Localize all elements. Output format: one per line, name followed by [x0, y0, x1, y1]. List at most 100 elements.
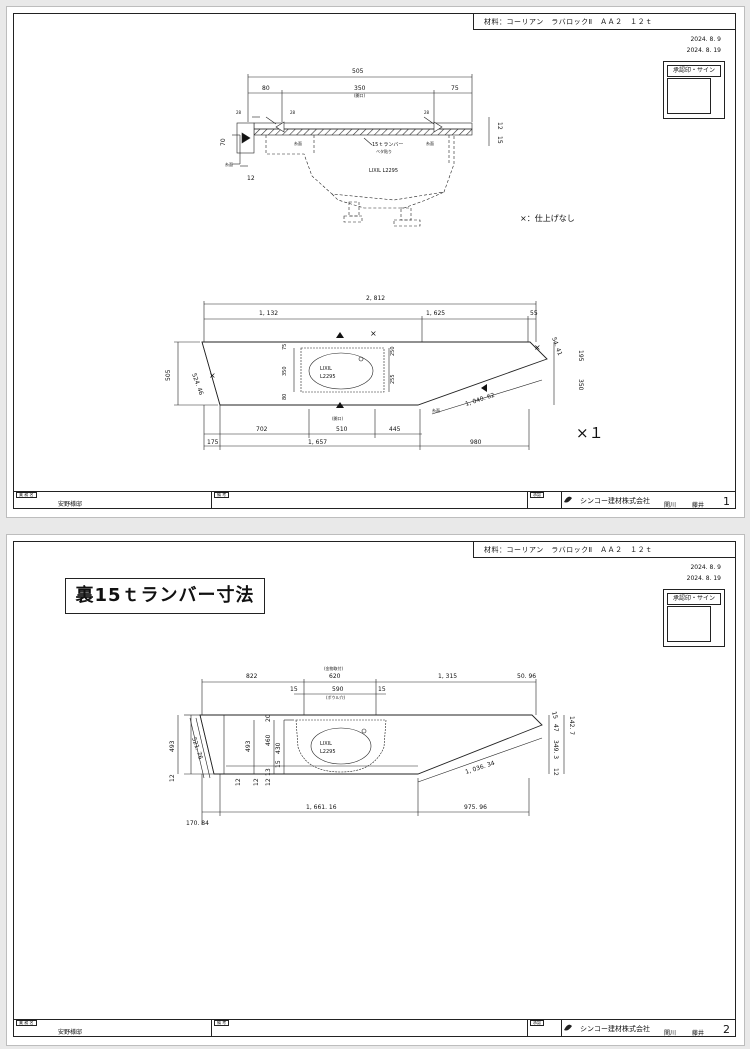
- inner-590-note: (ボウル穴): [326, 694, 346, 700]
- no-finish-mark: ×: [370, 329, 377, 338]
- material-spec: 材料：コーリアン ラバロックⅡ ＡＡ２ １２ｔ: [473, 14, 735, 30]
- left-12: 12: [169, 774, 176, 782]
- plan-right-small: 54. 41: [550, 336, 563, 356]
- dim-lumber-15: 15: [496, 136, 503, 144]
- v-12-a: 12: [253, 778, 260, 786]
- dim-28-center: 28: [290, 110, 296, 115]
- v-13: 13: [265, 768, 272, 776]
- top-822: 822: [246, 673, 258, 680]
- plan-bowl-75: 75: [282, 344, 288, 350]
- v-12-c: 12: [235, 778, 242, 786]
- sheet-title: 裏15ｔランバー寸法: [65, 578, 265, 614]
- approval-label: 承認印・サイン: [667, 65, 721, 77]
- plan-right-195: 195: [577, 350, 584, 362]
- right-142-7: 142. 7: [568, 716, 575, 735]
- notes-cell: 備 考: [212, 492, 528, 508]
- inner-15-right: 15: [378, 686, 386, 693]
- dim-left: 80: [262, 85, 270, 92]
- top-50-96: 50. 96: [517, 673, 536, 680]
- company-name: シンコー建材株式会社: [580, 1025, 650, 1033]
- approval-label: 承認印・サイン: [667, 593, 721, 605]
- edge-label-right: 糸面: [426, 140, 434, 146]
- drawing-frame: 材料：コーリアン ラバロックⅡ ＡＡ２ １２ｔ 2024. 8. 9 2024.…: [13, 541, 736, 1037]
- bottom-170-84: 170. 84: [186, 820, 209, 827]
- stamp-area: [667, 606, 711, 642]
- v-460: 460: [265, 734, 272, 746]
- approval-cell: 承認: [528, 492, 562, 508]
- no-finish-mark: ×: [534, 343, 541, 352]
- inner-15-left: 15: [290, 686, 298, 693]
- edge-label-left: 糸面: [225, 161, 233, 167]
- depth-493-inner: 493: [245, 740, 252, 752]
- notes-caption: 備 考: [214, 492, 230, 498]
- drawing-sheet-1: 材料：コーリアン ラバロックⅡ ＡＡ２ １２ｔ 2024. 8. 9 2024.…: [6, 6, 745, 518]
- v-15: 15: [275, 760, 282, 768]
- top-620-note: (金物取付): [324, 665, 344, 671]
- dim-center-note: (開口): [354, 92, 366, 98]
- project-name: 安野様邸: [58, 1029, 83, 1036]
- plan-bottom-510: 510: [336, 426, 348, 433]
- approval-cell: 承認: [528, 1020, 562, 1036]
- plan-bowl-255: 255: [390, 374, 396, 384]
- drawing-sheet-2: 材料：コーリアン ラバロックⅡ ＡＡ２ １２ｔ 2024. 8. 9 2024.…: [6, 534, 745, 1046]
- plan-bowl-250: 250: [390, 346, 396, 356]
- plan-bottom-980: 980: [470, 439, 482, 446]
- dim-edge-thickness: 12: [247, 175, 255, 182]
- company-logo-icon: [564, 1024, 572, 1031]
- inner-590: 590: [332, 686, 344, 693]
- revision-date-2: 2024. 8. 19: [686, 575, 721, 582]
- section-and-plan-drawing: 505 80 350 (開口) 75 28 28 28 70 12 12 15 …: [165, 68, 584, 450]
- right-12: 12: [552, 768, 559, 776]
- approval-caption: 承認: [530, 1020, 544, 1026]
- v-12-b: 12: [265, 778, 272, 786]
- material-spec: 材料：コーリアン ラバロックⅡ ＡＡ２ １２ｔ: [473, 542, 735, 558]
- lumber-note: ベタ貼り: [376, 148, 392, 154]
- plan-sink-model: L2295: [320, 374, 336, 380]
- dim-overall-width: 505: [352, 68, 364, 75]
- notes-cell: 備 考: [212, 1020, 528, 1036]
- diag-left: 521. 76: [190, 736, 204, 760]
- drafter-name: 関川: [664, 502, 677, 509]
- plan-bowl-80: 80: [282, 394, 288, 400]
- top-1315: 1, 315: [438, 673, 457, 680]
- dim-center: 350: [354, 85, 366, 92]
- right-349-3: 349. 3: [552, 740, 559, 759]
- title-block: 業 務 名 安野様邸 備 考 承認 シンコー建材株式会社 関川 藤井 1: [14, 491, 735, 509]
- dim-28-right: 28: [424, 110, 430, 115]
- dim-top-12: 12: [496, 122, 503, 130]
- depth-493-outer: 493: [169, 740, 176, 752]
- sink-model: L2295: [320, 749, 336, 755]
- notes-caption: 備 考: [214, 1020, 230, 1026]
- no-finish-mark: ×: [209, 371, 216, 380]
- dim-28-left: 28: [236, 110, 242, 115]
- company-name: シンコー建材株式会社: [580, 497, 650, 505]
- plan-top-left: 1, 132: [259, 310, 278, 317]
- bottom-1661-16: 1, 661. 16: [306, 804, 337, 811]
- drawing-frame: 材料：コーリアン ラバロックⅡ ＡＡ２ １２ｔ 2024. 8. 9 2024.…: [13, 13, 736, 509]
- approval-stamp-box: 承認印・サイン: [663, 61, 725, 119]
- project-cell: 業 務 名 安野様邸: [14, 492, 212, 508]
- quantity-label: ×１: [576, 424, 604, 442]
- project-caption: 業 務 名: [16, 492, 37, 498]
- revision-date-1: 2024. 8. 9: [690, 36, 721, 43]
- revision-date-1: 2024. 8. 9: [690, 564, 721, 571]
- plan-bowl-350: 350: [282, 366, 288, 376]
- diag-right: 1, 036. 34: [464, 760, 495, 776]
- page-number: 1: [723, 495, 730, 508]
- plan-bottom-510-note: (開口): [332, 415, 344, 421]
- approval-caption: 承認: [530, 492, 544, 498]
- lumber-label: 15ｔランバー: [372, 142, 403, 148]
- approval-stamp-box: 承認印・サイン: [663, 589, 725, 647]
- right-15: 15: [550, 711, 559, 720]
- page-number: 2: [723, 1023, 730, 1036]
- plan-depth: 505: [165, 369, 172, 381]
- checker-name: 藤井: [692, 1030, 705, 1037]
- drafter-name: 関川: [664, 1030, 677, 1037]
- plan-bottom-702: 702: [256, 426, 268, 433]
- stamp-area: [667, 78, 711, 114]
- title-block: 業 務 名 安野様邸 備 考 承認 シンコー建材株式会社 関川 藤井 2: [14, 1019, 735, 1037]
- dim-edge-height: 70: [220, 138, 227, 146]
- plan-right-350: 350: [577, 379, 584, 391]
- v-430: 430: [275, 742, 282, 754]
- plan-bottom-175: 175: [207, 439, 219, 446]
